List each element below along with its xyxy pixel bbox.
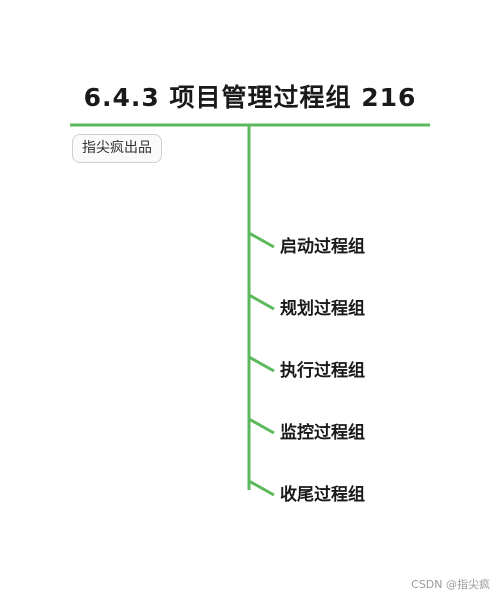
- branch-connector: [248, 231, 275, 249]
- branch-connector: [248, 355, 275, 373]
- branch-node-monitoring[interactable]: 监控过程组: [280, 423, 365, 443]
- branch-connector: [248, 417, 275, 435]
- branch-connector: [248, 479, 275, 497]
- map-title: 6.4.3 项目管理过程组 216: [83, 83, 417, 112]
- branch-node-executing[interactable]: 执行过程组: [280, 361, 365, 381]
- watermark: CSDN @指尖疯: [411, 578, 490, 591]
- branch-node-initiating[interactable]: 启动过程组: [280, 237, 365, 257]
- author-badge: 指尖疯出品: [72, 134, 162, 163]
- branch-node-closing[interactable]: 收尾过程组: [280, 485, 365, 505]
- branch-connector: [248, 293, 275, 311]
- branch-node-planning[interactable]: 规划过程组: [280, 299, 365, 319]
